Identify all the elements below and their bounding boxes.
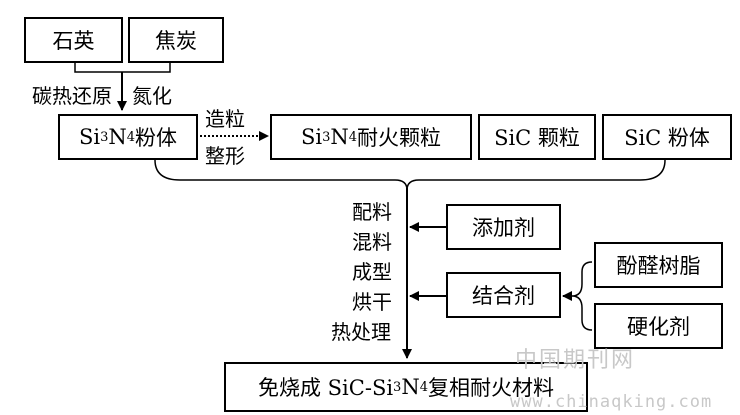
shaping-label: 整形 (205, 144, 245, 168)
watermark-url: www.chinaqking.com (510, 392, 713, 412)
hardener-box: 硬化剂 (594, 303, 723, 349)
step-drying: 烘干 (352, 290, 392, 314)
coke-connector (122, 63, 171, 73)
nitridation-label: 氮化 (132, 84, 172, 108)
quartz-box: 石英 (24, 17, 123, 63)
carbothermal-label: 碳热还原 (32, 84, 112, 108)
sic-granules-box: SiC 颗粒 (478, 114, 596, 160)
quartz-connector (74, 63, 122, 73)
coke-box: 焦炭 (128, 17, 224, 63)
watermark-cn: 中国期刊网 (515, 348, 636, 373)
step-heat-treatment: 热处理 (331, 320, 391, 344)
binder-brace (571, 261, 593, 331)
sic-powder-box: SiC 粉体 (602, 114, 732, 160)
step-forming: 成型 (352, 260, 392, 284)
binder-box: 结合剂 (446, 272, 561, 318)
additive-box: 添加剂 (446, 204, 561, 250)
granulation-label: 造粒 (205, 107, 245, 131)
phenolic-resin-box: 酚醛树脂 (594, 242, 723, 288)
step-batching: 配料 (352, 200, 392, 224)
step-mixing: 混料 (352, 230, 392, 254)
